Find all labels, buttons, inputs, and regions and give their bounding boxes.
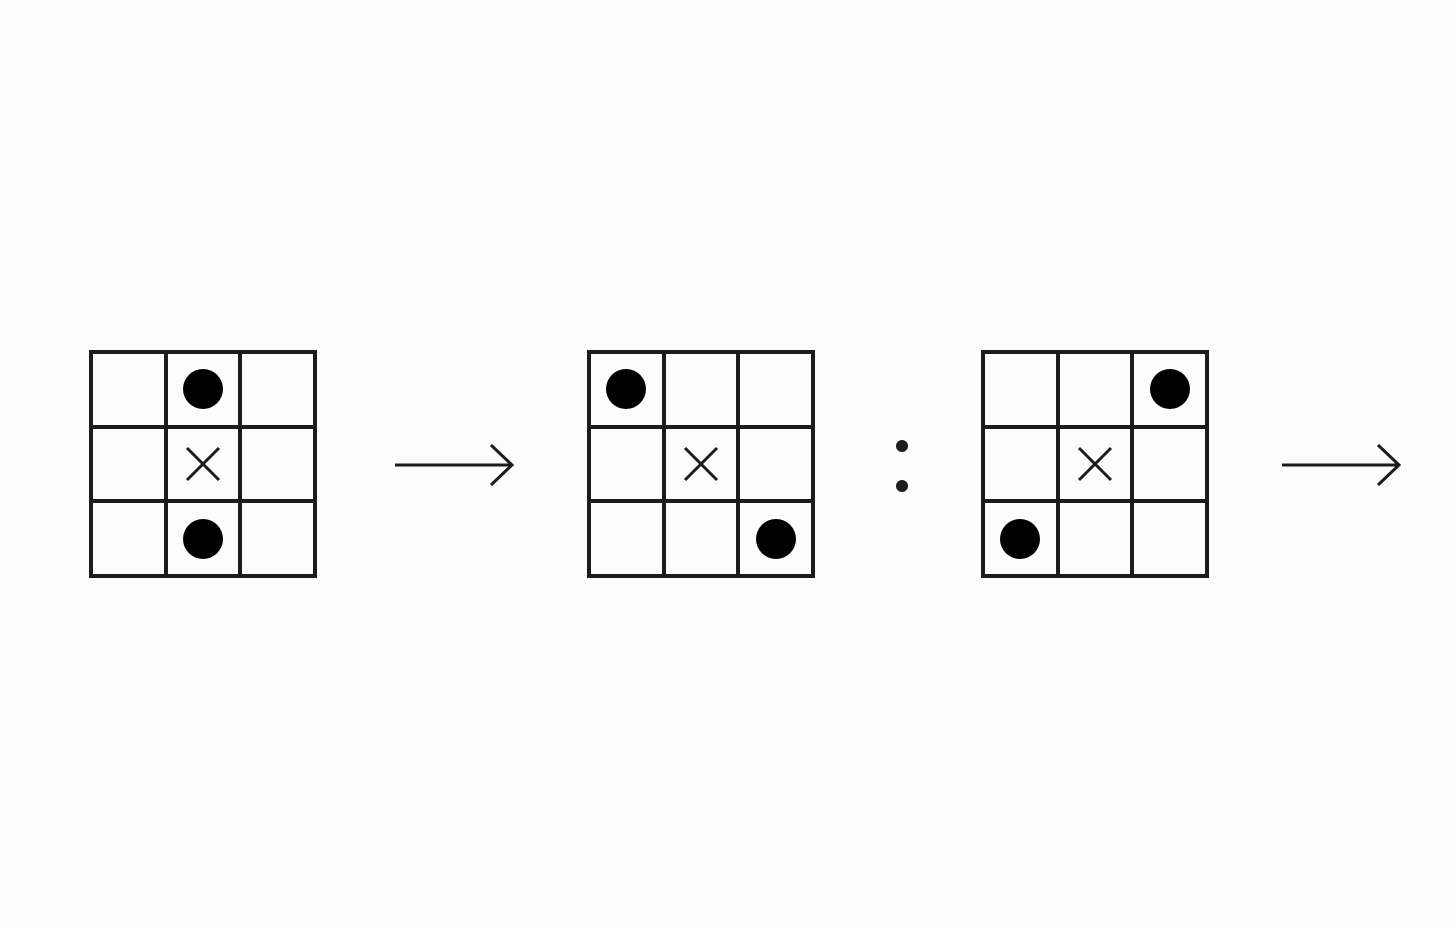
colon-dot-bottom (896, 480, 908, 492)
grid-cell (242, 428, 313, 500)
colon-dot-top (896, 440, 908, 452)
grid-cell (591, 503, 662, 574)
grid-cell (1134, 428, 1205, 500)
grid-cell (93, 428, 164, 500)
grid-panel-1 (89, 350, 317, 578)
cross-icon (185, 446, 221, 482)
analogy-colon (893, 440, 911, 496)
grid-panel-3 (981, 350, 1209, 578)
grid-cell (985, 428, 1056, 500)
grid-cell (242, 503, 313, 574)
dot-icon (1149, 369, 1190, 410)
grid-cell (1059, 428, 1131, 500)
grid-cell (1134, 354, 1205, 425)
grid-cell (1134, 503, 1205, 574)
grid-cell (985, 503, 1056, 574)
grid-cell (167, 428, 239, 500)
right-arrow-icon (1282, 443, 1402, 487)
grid-cell (93, 354, 164, 425)
grid-cell (591, 428, 662, 500)
dot-icon (1000, 518, 1041, 559)
grid-cell (167, 503, 239, 574)
grid-cell (985, 354, 1056, 425)
grid-cell (740, 354, 811, 425)
grid-cell (93, 503, 164, 574)
grid-cell (1059, 354, 1131, 425)
grid-cell (242, 354, 313, 425)
grid-cell (167, 354, 239, 425)
dot-icon (182, 518, 223, 559)
grid-cell (740, 503, 811, 574)
cross-icon (683, 446, 719, 482)
grid-cell (665, 428, 737, 500)
dot-icon (606, 369, 647, 410)
grid-cell (665, 503, 737, 574)
grid-cell (591, 354, 662, 425)
grid-panel-2 (587, 350, 815, 578)
grid-cell (740, 428, 811, 500)
grid-cell (665, 354, 737, 425)
dot-icon (755, 518, 796, 559)
right-arrow-icon (395, 443, 515, 487)
cross-icon (1077, 446, 1113, 482)
dot-icon (182, 369, 223, 410)
grid-cell (1059, 503, 1131, 574)
